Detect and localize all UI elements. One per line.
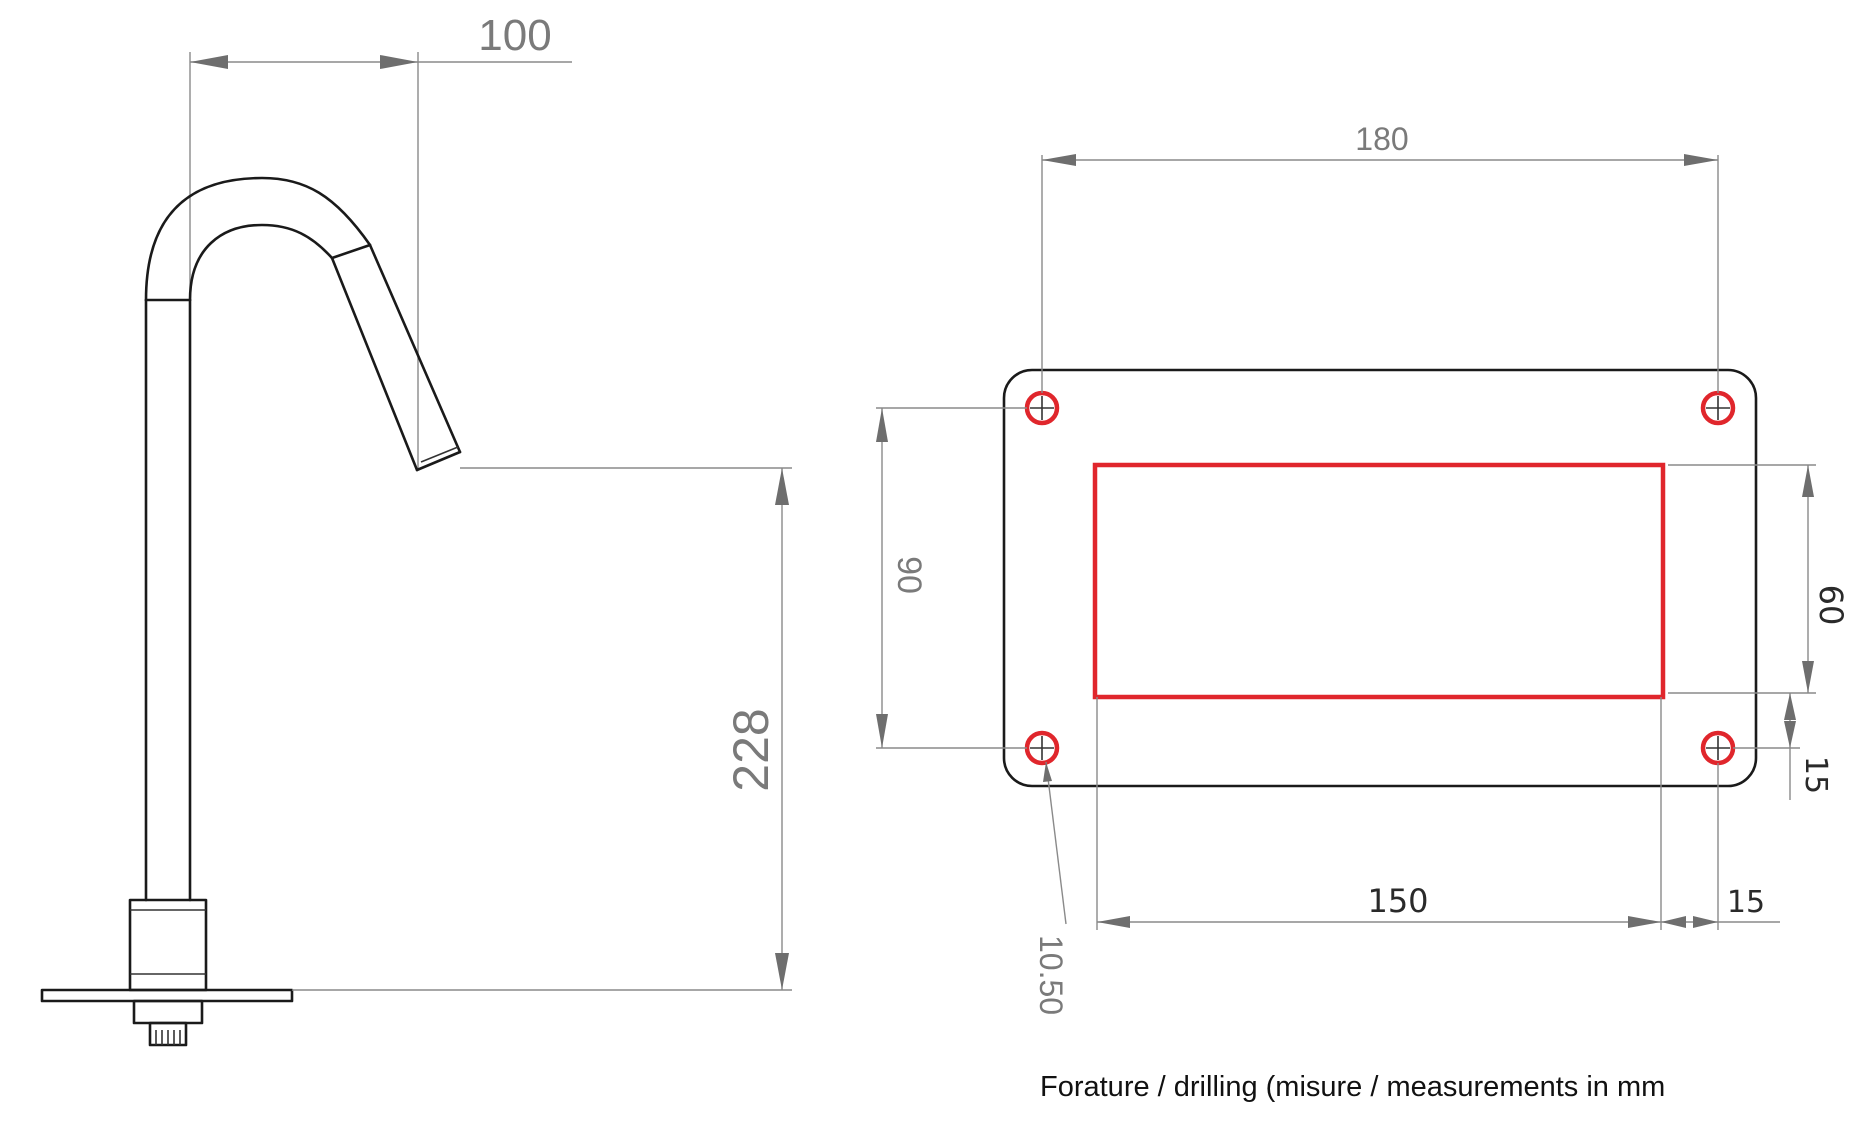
hole-diameter-leader: [1045, 761, 1067, 925]
hole-spacing-horizontal-label: 180: [1355, 121, 1408, 157]
base-plate: [40, 988, 294, 1003]
bottom-margin-label: 15: [1798, 756, 1833, 794]
gooseneck-seam: [330, 243, 372, 260]
cutout-rectangle: [1092, 462, 1666, 700]
hole-top-right: [1700, 390, 1736, 426]
hole-bottom-right: [1700, 730, 1736, 766]
height-arrow-bottom: [775, 953, 789, 990]
drilling-template: 180 90 60 15 150 15 10.50: [876, 121, 1850, 1015]
height-arrow-top: [775, 468, 789, 505]
gooseneck-outer: [144, 176, 372, 302]
spout-right-edge: [368, 243, 462, 454]
reach-label: 100: [478, 11, 551, 60]
faucet-side-view: 100 228: [40, 11, 792, 1047]
hole-spacing-vertical-label: 90: [890, 556, 928, 594]
drawing-caption: Forature / drilling (misure / measuremen…: [1040, 1071, 1665, 1103]
right-margin-label: 15: [1727, 885, 1765, 920]
mounting-plate: [1002, 368, 1758, 788]
height-label: 228: [723, 708, 779, 791]
spout-tip-inner: [420, 446, 459, 463]
cutout-width-label: 150: [1367, 882, 1428, 920]
gooseneck-inner: [188, 223, 334, 302]
reach-arrow-left: [190, 55, 228, 69]
reach-arrow-right: [380, 55, 418, 69]
cutout-height-label: 60: [1812, 585, 1850, 626]
spout-left-edge: [330, 256, 419, 472]
hole-top-left: [1024, 390, 1060, 426]
hole-bottom-left: [1024, 730, 1060, 766]
shank: [132, 999, 204, 1025]
hole-diameter-label: 10.50: [1033, 935, 1069, 1015]
base-collar: [128, 898, 208, 992]
spout-tip: [415, 450, 462, 472]
